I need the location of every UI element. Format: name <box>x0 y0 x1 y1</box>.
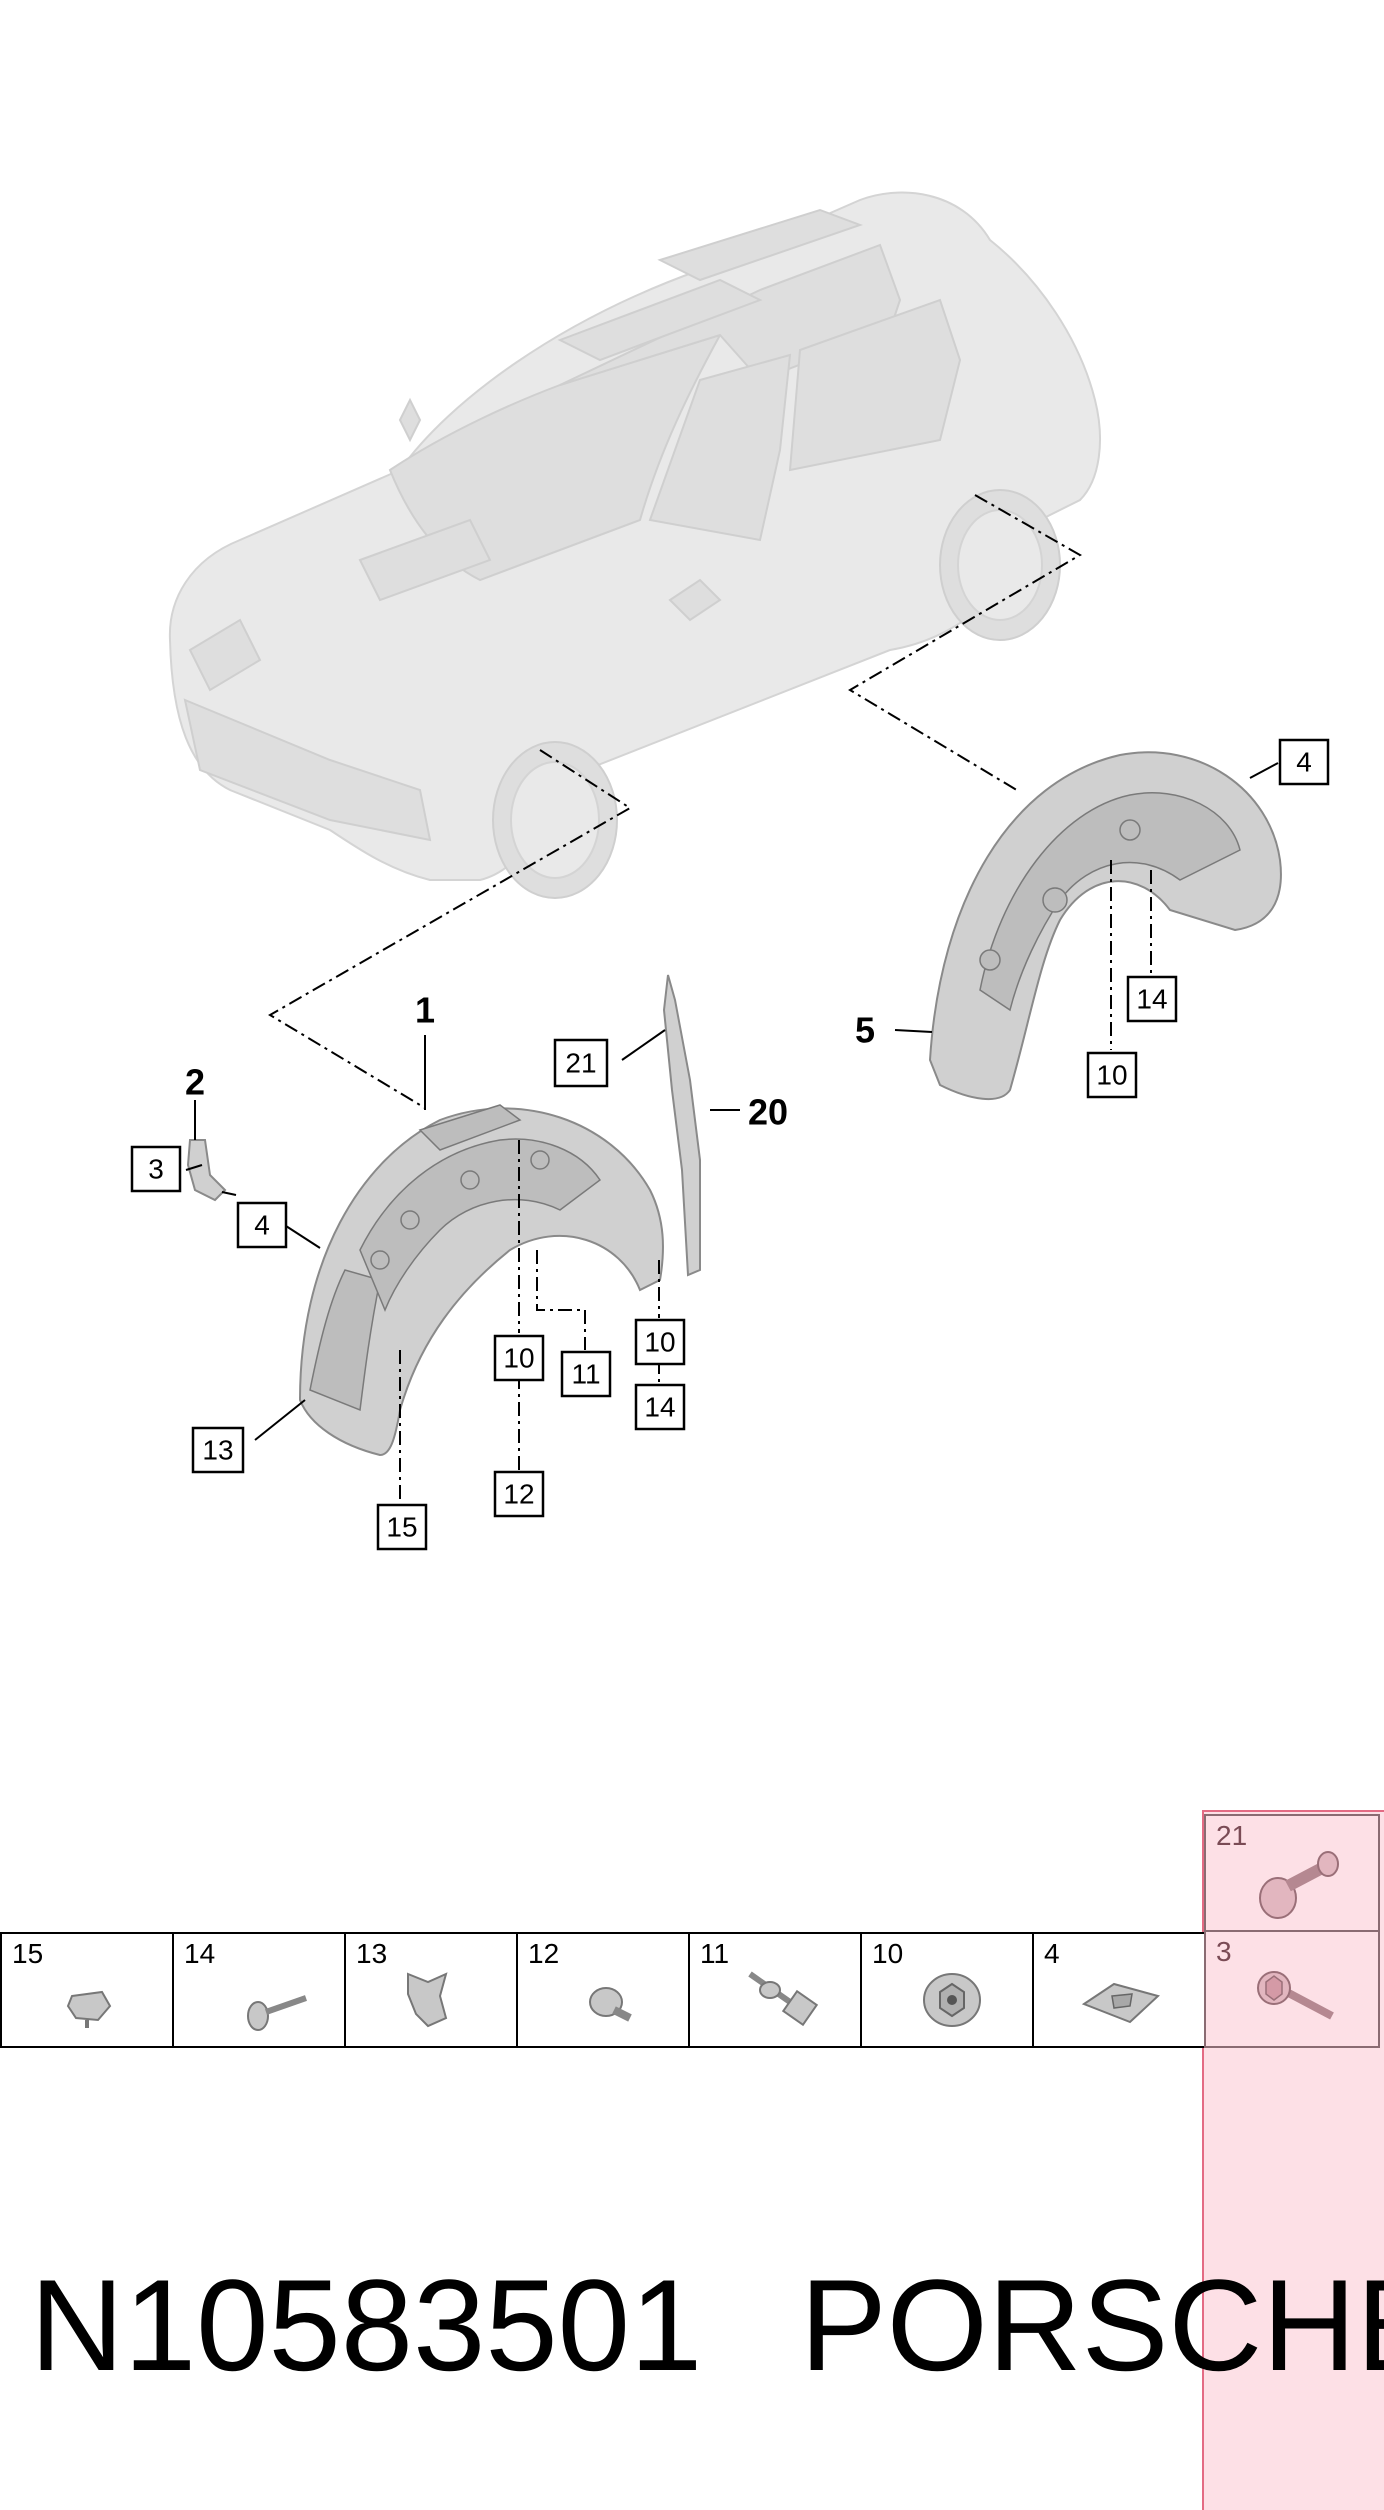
callout-box-12: 12 <box>493 1470 545 1518</box>
parts-cell-number: 14 <box>184 1938 216 1969</box>
part-clip-icon <box>66 1990 112 2028</box>
callout-box-11: 11 <box>560 1350 612 1398</box>
parts-cell-15[interactable]: 15 <box>0 1932 174 2048</box>
callout-20: 20 <box>748 1092 788 1133</box>
parts-cell-14[interactable]: 14 <box>172 1932 346 2048</box>
parts-cell-number: 3 <box>1216 1936 1232 1967</box>
part-speed-nut-icon <box>1081 1982 1160 2024</box>
svg-text:21: 21 <box>565 1048 596 1079</box>
diagram-code: N10583501 <box>30 2252 703 2398</box>
parts-cell-number: 11 <box>700 1938 730 1969</box>
brand-name: PORSCHE <box>800 2252 1384 2398</box>
svg-text:15: 15 <box>386 1512 417 1543</box>
parts-cell-number: 21 <box>1216 1820 1248 1851</box>
footer: N10583501 PORSCHE <box>30 2250 1384 2400</box>
parts-cell-number: 13 <box>356 1938 388 1969</box>
parts-cell-number: 12 <box>528 1938 560 1969</box>
parts-cell-4[interactable]: 4 <box>1032 1932 1206 2048</box>
svg-text:10: 10 <box>644 1327 675 1358</box>
svg-text:11: 11 <box>571 1359 600 1390</box>
rear-wheel-housing-liner <box>928 751 1282 1101</box>
part-flange-nut-icon <box>923 1973 981 2027</box>
svg-text:13: 13 <box>202 1435 233 1466</box>
svg-text:3: 3 <box>148 1154 164 1185</box>
part-bolt-icon <box>748 1971 819 2027</box>
leader-rear-wheel <box>848 494 1082 793</box>
cover-strip <box>662 974 701 1277</box>
callout-1: 1 <box>415 990 435 1031</box>
svg-text:14: 14 <box>1136 984 1167 1015</box>
svg-text:4: 4 <box>1296 747 1312 778</box>
part-rivet-icon <box>589 1987 632 2022</box>
part-screw-icon <box>247 1995 307 2031</box>
parts-cell-3[interactable]: 3 <box>1204 1930 1380 2048</box>
parts-cell-10[interactable]: 10 <box>860 1932 1034 2048</box>
exploded-parts-diagram: 1 2 5 20 3 4 4 21 14 10 10 14 10 11 <box>130 191 1330 1551</box>
parts-table: 15 14 13 12 11 10 <box>0 1932 1384 2050</box>
parts-cell-12[interactable]: 12 <box>516 1932 690 2048</box>
callout-box-4-rear: 4 <box>1278 738 1330 786</box>
callout-2: 2 <box>185 1062 205 1103</box>
svg-text:4: 4 <box>254 1210 270 1241</box>
callout-box-10-front-a: 10 <box>634 1318 686 1366</box>
svg-text:12: 12 <box>503 1479 534 1510</box>
callout-box-14-rear: 14 <box>1126 975 1178 1023</box>
svg-text:10: 10 <box>503 1343 534 1374</box>
highlight-overlay <box>1202 1810 1384 2510</box>
bracket <box>186 1139 227 1202</box>
part-push-rivet-icon <box>1259 1851 1339 1919</box>
parts-cell-11[interactable]: 11 <box>688 1932 862 2048</box>
callout-box-15: 15 <box>376 1503 428 1551</box>
part-hex-bolt-icon <box>1257 1971 1334 2020</box>
callout-box-10-front-b: 10 <box>493 1334 545 1382</box>
parts-cell-13[interactable]: 13 <box>344 1932 518 2048</box>
callout-box-10-rear: 10 <box>1086 1051 1138 1099</box>
callout-5: 5 <box>855 1010 875 1051</box>
callout-box-3: 3 <box>130 1145 182 1193</box>
svg-text:10: 10 <box>1096 1060 1127 1091</box>
callout-box-13: 13 <box>191 1426 245 1474</box>
svg-text:14: 14 <box>644 1392 675 1423</box>
callout-box-14-front: 14 <box>634 1383 686 1431</box>
car-illustration <box>168 191 1101 899</box>
callout-box-4-front: 4 <box>236 1201 288 1249</box>
parts-cell-21[interactable]: 21 <box>1204 1814 1380 1932</box>
parts-cell-number: 15 <box>12 1938 44 1969</box>
front-wheel-housing-liner <box>298 1104 664 1457</box>
callout-box-21: 21 <box>553 1038 609 1088</box>
part-nut-clip-icon <box>407 1972 448 2028</box>
highlighted-parts: 21 3 <box>1204 1814 1380 2050</box>
parts-cell-number: 4 <box>1044 1938 1060 1969</box>
parts-cell-number: 10 <box>872 1938 904 1969</box>
